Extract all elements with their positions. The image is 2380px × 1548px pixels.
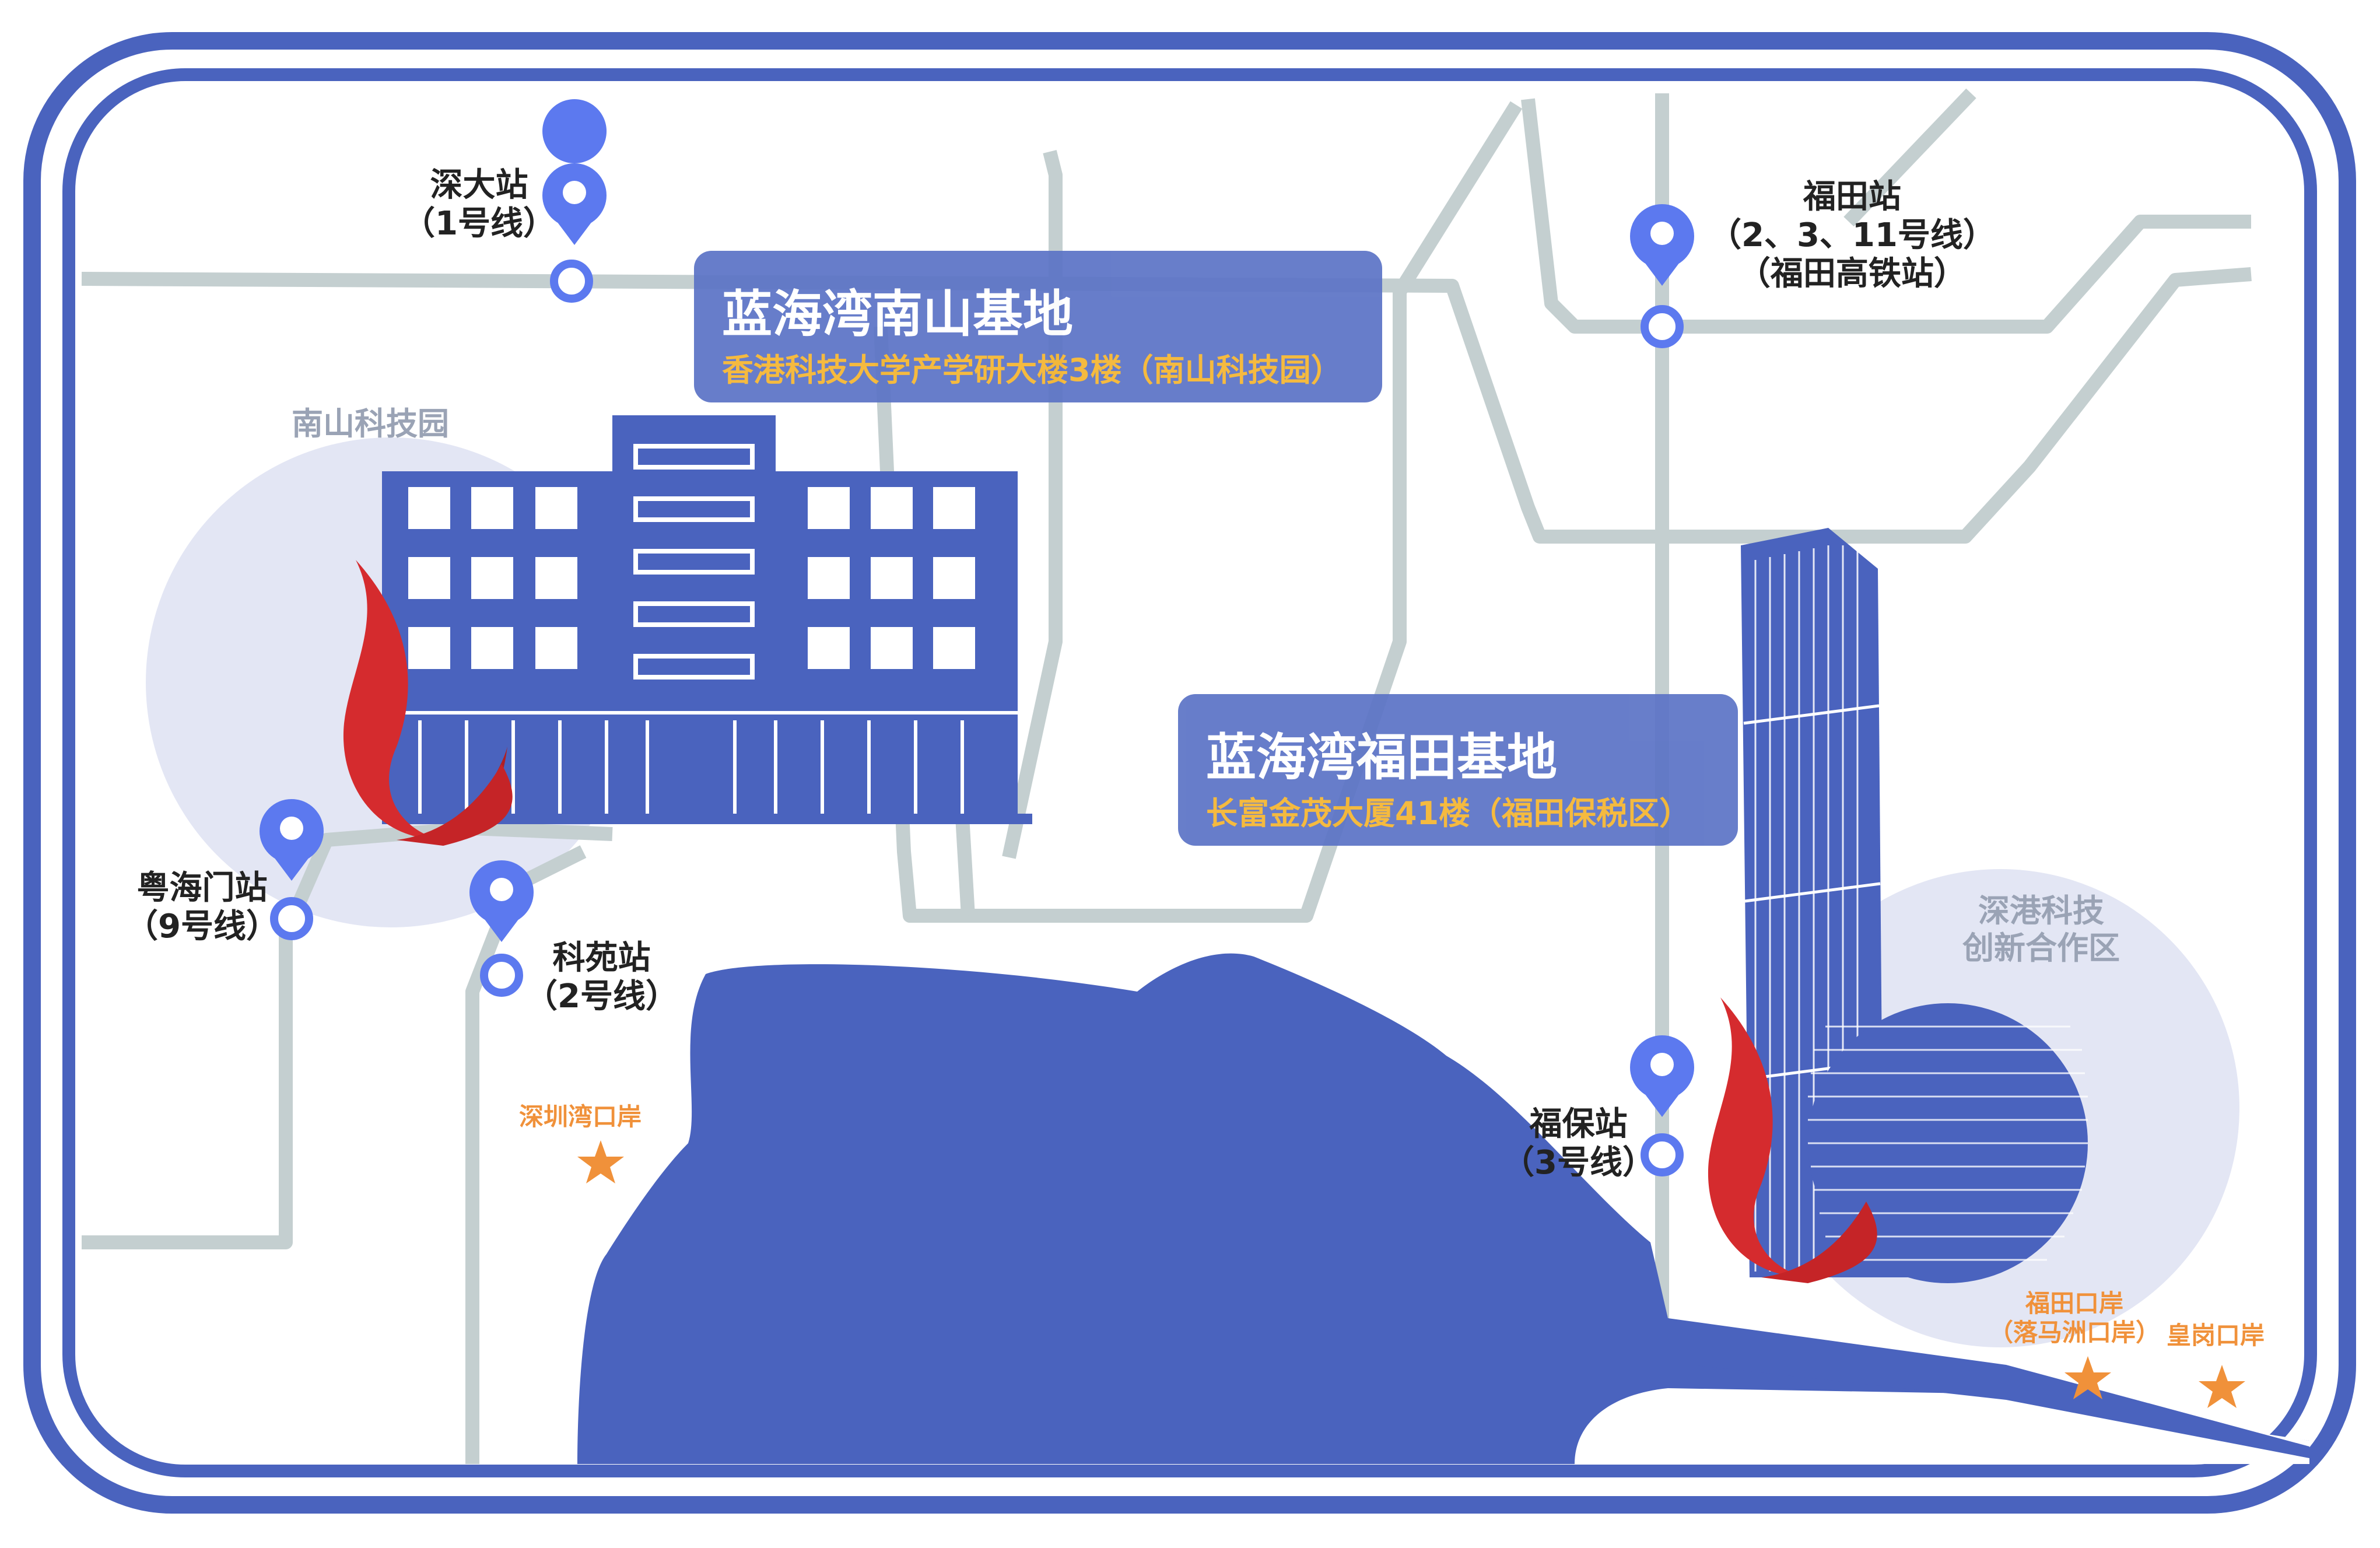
road-4 bbox=[874, 101, 1523, 923]
futian-flame-icon bbox=[1708, 997, 1877, 1283]
futian-base-title: 蓝海湾福田基地 bbox=[1206, 729, 1557, 787]
station-ring-icon[interactable] bbox=[270, 897, 313, 940]
road-2 bbox=[82, 821, 613, 1249]
road-3 bbox=[465, 845, 587, 1464]
metro-lines bbox=[81, 88, 2252, 1464]
station-label-yuehaimen: 粤海门站 （9号线） bbox=[125, 869, 279, 946]
nanshan-flame-icon bbox=[343, 560, 513, 846]
road-5 bbox=[955, 816, 975, 916]
port-label-futian: 福田口岸 （落马洲口岸） bbox=[1989, 1289, 2161, 1347]
futian-base-card[interactable]: 蓝海湾福田基地 长富金茂大厦41楼（福田保税区） bbox=[1178, 694, 1738, 846]
road-7 bbox=[1521, 98, 2251, 334]
station-ring-icon[interactable] bbox=[1641, 1133, 1684, 1176]
nanshan-base-title: 蓝海湾南山基地 bbox=[722, 285, 1073, 344]
nanshan-building-icon bbox=[382, 415, 1032, 824]
star-icon bbox=[2064, 1356, 2111, 1399]
station-ring-icon[interactable] bbox=[1641, 305, 1684, 348]
star-icon bbox=[2199, 1365, 2245, 1408]
star-icon bbox=[577, 1140, 624, 1183]
station-label-keyuan: 科苑站 （2号线） bbox=[525, 939, 678, 1016]
port-label-huanggang: 皇岗口岸 bbox=[2167, 1321, 2265, 1350]
nanshan-park-label: 南山科技园 bbox=[292, 405, 449, 442]
map-pin-icon[interactable] bbox=[469, 860, 534, 942]
road-1 bbox=[81, 267, 2252, 544]
map-pin-icon[interactable] bbox=[260, 799, 324, 881]
map-pin-icon[interactable] bbox=[1630, 204, 1694, 286]
port-label-shenzhenwan: 深圳湾口岸 bbox=[519, 1102, 642, 1131]
futian-base-address: 长富金茂大厦41楼（福田保税区） bbox=[1206, 795, 1691, 832]
station-label-futian: 福田站 （2、3、11号线） （福田高铁站） bbox=[1709, 178, 1996, 293]
nanshan-base-address: 香港科技大学产学研大楼3楼（南山科技园） bbox=[722, 352, 1343, 388]
station-label-fubao: 福保站 （3号线） bbox=[1502, 1105, 1655, 1182]
map-pin-icon[interactable] bbox=[1630, 1035, 1694, 1117]
road-6 bbox=[1002, 150, 1063, 859]
nanshan-base-card[interactable]: 蓝海湾南山基地 香港科技大学产学研大楼3楼（南山科技园） bbox=[694, 251, 1382, 402]
map-pin-icon[interactable] bbox=[542, 99, 607, 245]
shore-cut bbox=[1575, 1388, 2309, 1464]
station-ring-icon[interactable] bbox=[480, 954, 523, 997]
road-9 bbox=[1843, 88, 1976, 227]
station-ring-icon[interactable] bbox=[550, 260, 593, 303]
futian-tower-icon bbox=[1741, 528, 2088, 1283]
shenzhen-hk-zone-label: 深港科技 创新合作区 bbox=[1962, 892, 2120, 966]
bay-water bbox=[577, 953, 2309, 1464]
river-channel bbox=[1668, 1318, 2309, 1458]
station-label-shenda: 深大站 （1号线） bbox=[402, 166, 556, 243]
